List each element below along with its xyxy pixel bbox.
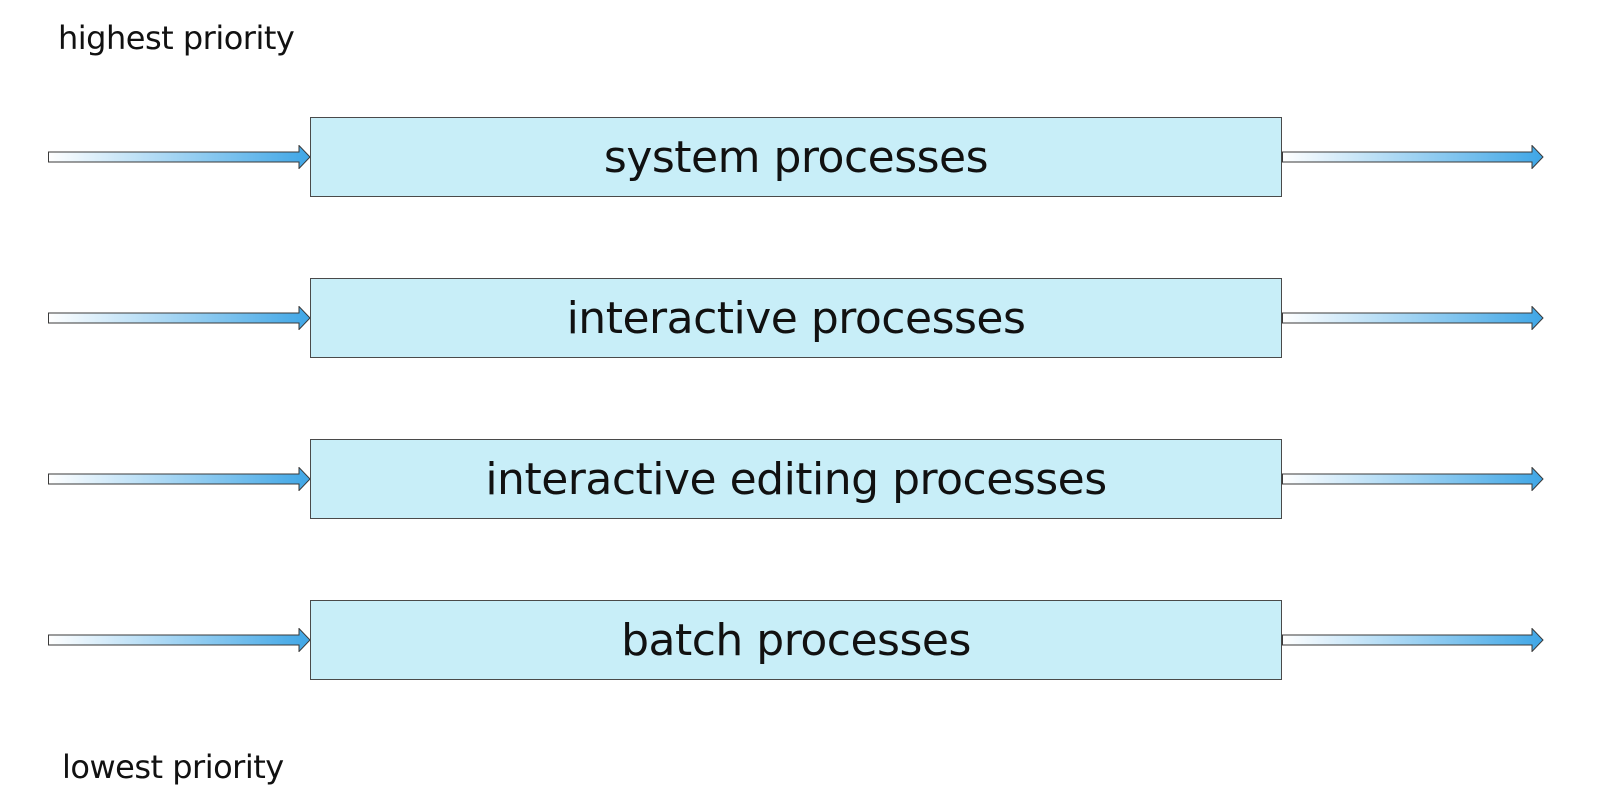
outgoing-arrow-icon: [1282, 145, 1544, 169]
queue-box-system: system processes: [310, 117, 1282, 197]
queue-box-interactive: interactive processes: [310, 278, 1282, 358]
outgoing-arrow-icon: [1282, 306, 1544, 330]
queue-label: system processes: [603, 131, 989, 183]
queue-label: interactive editing processes: [485, 453, 1107, 505]
queue-label: batch processes: [621, 614, 971, 666]
incoming-arrow-icon: [48, 467, 311, 491]
queue-box-interactive-editing: interactive editing processes: [310, 439, 1282, 519]
queue-row-system: system processes: [0, 117, 1606, 199]
queue-row-interactive: interactive processes: [0, 278, 1606, 360]
queue-box-batch: batch processes: [310, 600, 1282, 680]
lowest-priority-label: lowest priority: [62, 748, 284, 786]
incoming-arrow-icon: [48, 628, 311, 652]
highest-priority-label: highest priority: [58, 19, 295, 57]
queue-label: interactive processes: [566, 292, 1026, 344]
queue-row-interactive-editing: interactive editing processes: [0, 439, 1606, 521]
outgoing-arrow-icon: [1282, 467, 1544, 491]
queue-row-batch: batch processes: [0, 600, 1606, 682]
incoming-arrow-icon: [48, 145, 311, 169]
incoming-arrow-icon: [48, 306, 311, 330]
outgoing-arrow-icon: [1282, 628, 1544, 652]
